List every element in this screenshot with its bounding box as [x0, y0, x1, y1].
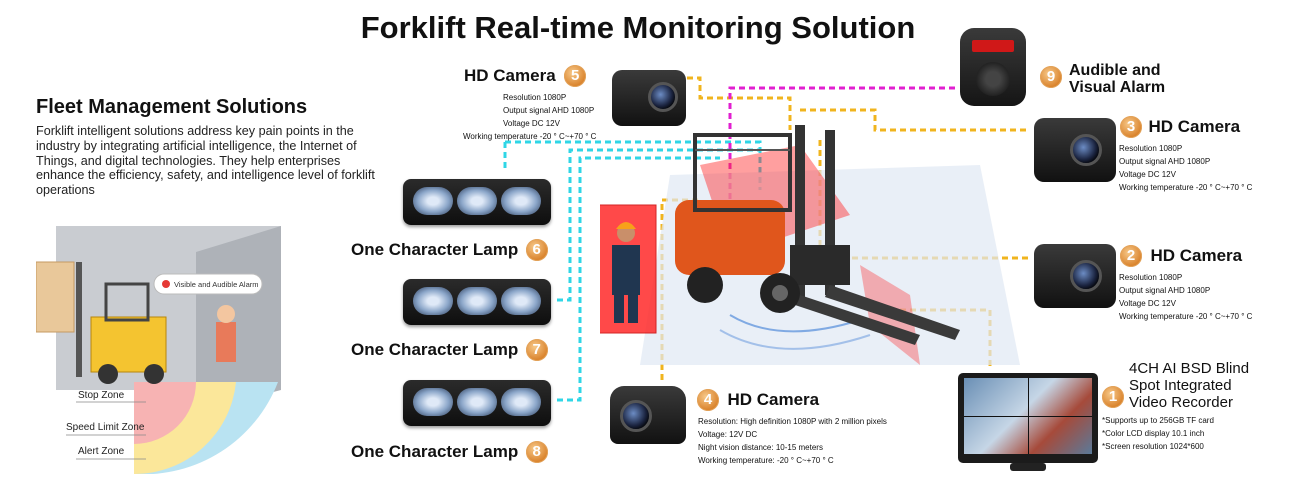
worker-body	[612, 245, 640, 295]
spec-line: *Supports up to 256GB TF card	[1102, 416, 1214, 425]
spec-line: Resolution 1080P	[1119, 273, 1183, 282]
boxes	[36, 261, 75, 333]
mini-forklift-mast	[76, 262, 82, 377]
spec-line: Night vision distance: 10-15 meters	[698, 443, 823, 452]
badge-1-wrap: 1	[1102, 386, 1124, 408]
badge-1: 1	[1102, 386, 1124, 408]
speed-limit-zone-label: Speed Limit Zone	[66, 422, 145, 433]
stop-zone-arc	[134, 382, 196, 444]
spec-line: Voltage DC 12V	[1119, 299, 1176, 308]
lamp-7-label: One Character Lamp 7	[351, 339, 548, 361]
mini-forklift-cage	[104, 282, 150, 322]
badge-5: 5	[564, 65, 587, 87]
camera-5-specs: Resolution 1080P Output signal AHD 1080P…	[463, 91, 596, 143]
badge-2: 2	[1120, 245, 1142, 267]
forklift-body	[675, 200, 785, 275]
alert-zone-label: Alert Zone	[78, 446, 125, 457]
mini-forklift-body	[90, 316, 167, 373]
lamp-7-name: One Character Lamp	[351, 340, 519, 359]
alarm-device-image	[960, 28, 1026, 106]
spec-line: Working temperature: -20 ° C~+70 ° C	[698, 456, 834, 465]
spec-line: Output signal AHD 1080P	[503, 106, 595, 115]
spec-line: Resolution 1080P	[1119, 144, 1183, 153]
camera-5-name: HD Camera	[464, 66, 556, 85]
recorder-image	[958, 373, 1098, 463]
forklift-cage	[693, 133, 792, 212]
camera-2-label: 2 HD Camera	[1120, 245, 1242, 267]
fork-lower	[795, 295, 920, 345]
spec-line: *Screen resolution 1024*600	[1102, 442, 1204, 451]
zone-illustration: Visible and Audible Alarm	[36, 226, 281, 474]
spec-line: Voltage DC 12V	[503, 119, 560, 128]
recorder-name: 4CH AI BSD Blind Spot Integrated Video R…	[1129, 360, 1249, 411]
spec-line: Resolution: High definition 1080P with 2…	[698, 417, 887, 426]
alarm-tag-text: Visible and Audible Alarm	[174, 280, 259, 289]
badge-9: 9	[1040, 66, 1062, 88]
camera-4-name: HD Camera	[727, 390, 820, 409]
camera-4-specs: Resolution: High definition 1080P with 2…	[698, 415, 887, 467]
forklift-scene	[600, 125, 1020, 365]
alarm-name-line: Visual Alarm	[1069, 79, 1166, 96]
alarm-name-line: Audible and	[1069, 62, 1161, 79]
worker	[216, 322, 236, 362]
alarm-9-name: Audible and Visual Alarm	[1069, 62, 1165, 96]
fleet-description: Forklift intelligent solutions address k…	[36, 124, 375, 198]
camera-2-image	[1034, 244, 1116, 308]
lamp-6-name: One Character Lamp	[351, 240, 519, 259]
lamp-7-image	[403, 279, 551, 325]
fork-upper	[825, 285, 960, 340]
recorder-name-line: 4CH AI BSD Blind	[1129, 360, 1250, 377]
spec-line: Resolution 1080P	[503, 93, 567, 102]
spec-line: Voltage DC 12V	[1119, 170, 1176, 179]
lamp-8-name: One Character Lamp	[351, 442, 519, 461]
badge-3: 3	[1120, 116, 1142, 138]
recorder-specs: *Supports up to 256GB TF card *Color LCD…	[1102, 414, 1214, 453]
camera-3-specs: Resolution 1080P Output signal AHD 1080P…	[1119, 142, 1252, 194]
camera-5-image	[612, 70, 686, 126]
recorder-stand	[1010, 463, 1046, 471]
forklift-mast-right	[825, 130, 835, 295]
fleet-heading: Fleet Management Solutions	[36, 96, 308, 118]
camera-4-label: 4 HD Camera	[697, 389, 819, 411]
camera-4-image	[610, 386, 686, 444]
lamp-8-label: One Character Lamp 8	[351, 441, 548, 463]
badge-8: 8	[525, 441, 548, 463]
badge-9-wrap: 9	[1040, 66, 1062, 88]
badge-6: 6	[525, 239, 548, 261]
spec-line: Working temperature -20 ° C~+70 ° C	[1119, 183, 1253, 192]
recorder-name-line: Video Recorder	[1129, 394, 1233, 411]
badge-4: 4	[697, 389, 719, 411]
page-title: Forklift Real-time Monitoring Solution	[360, 10, 916, 45]
lamp-6-label: One Character Lamp 6	[351, 239, 548, 261]
camera-5-label: HD Camera 5	[464, 65, 587, 87]
forklift-mast-left	[795, 125, 805, 300]
spec-line: Voltage: 12V DC	[698, 430, 758, 439]
stop-zone-label: Stop Zone	[78, 390, 125, 401]
spec-line: Working temperature -20 ° C~+70 ° C	[463, 132, 597, 141]
camera-2-specs: Resolution 1080P Output signal AHD 1080P…	[1119, 271, 1252, 323]
spec-line: Output signal AHD 1080P	[1119, 286, 1211, 295]
spec-line: Working temperature -20 ° C~+70 ° C	[1119, 312, 1253, 321]
camera-3-image	[1034, 118, 1116, 182]
lamp-6-image	[403, 179, 551, 225]
spec-line: *Color LCD display 10.1 inch	[1102, 429, 1205, 438]
spec-line: Output signal AHD 1080P	[1119, 157, 1211, 166]
camera-3-label: 3 HD Camera	[1120, 116, 1240, 138]
recorder-name-line: Spot Integrated	[1129, 377, 1232, 394]
camera-2-name: HD Camera	[1150, 246, 1243, 265]
camera-3-name: HD Camera	[1148, 117, 1241, 136]
badge-7: 7	[525, 339, 548, 361]
warehouse-corner	[196, 226, 281, 412]
lamp-8-image	[403, 380, 551, 426]
